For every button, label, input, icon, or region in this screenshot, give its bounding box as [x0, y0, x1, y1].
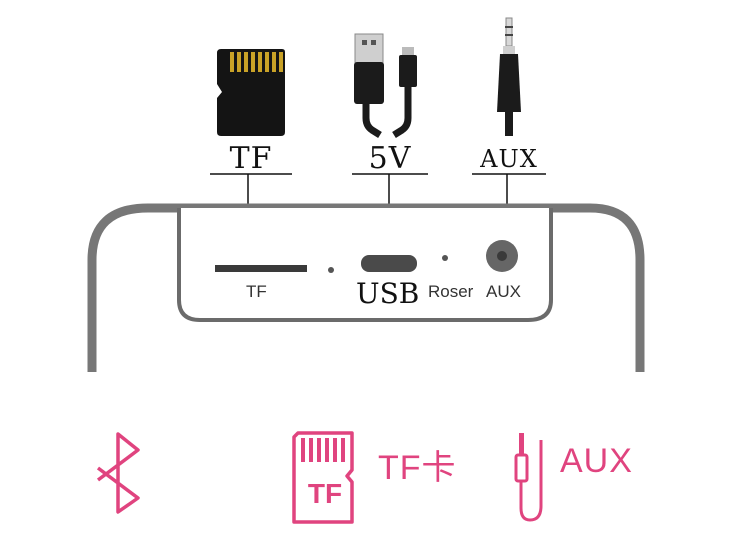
feature-label-tf-card: TF卡: [378, 449, 457, 487]
label-5v: 5V: [368, 141, 412, 176]
tf-badge: TF: [307, 478, 343, 509]
label-aux: AUX: [480, 145, 538, 173]
bluetooth-icon: [96, 432, 140, 514]
micro-sd-card-icon: [217, 49, 285, 136]
usb-port: [361, 255, 417, 272]
aux-jack-icon: [497, 17, 521, 136]
aux-plug-icon: [514, 433, 543, 522]
panel-label-reset: Roser: [428, 282, 474, 301]
reset-hole: [442, 255, 448, 261]
indicator-led: [328, 267, 334, 273]
label-tf: TF: [229, 141, 273, 176]
panel-label-tf: TF: [246, 282, 267, 301]
tf-card-icon: [292, 431, 354, 524]
tf-slot: [215, 265, 307, 272]
feature-label-aux: AUX: [560, 442, 633, 480]
usb-cable-icon: [354, 33, 417, 138]
panel-label-usb: USB: [356, 277, 420, 310]
panel-label-aux: AUX: [486, 282, 521, 301]
